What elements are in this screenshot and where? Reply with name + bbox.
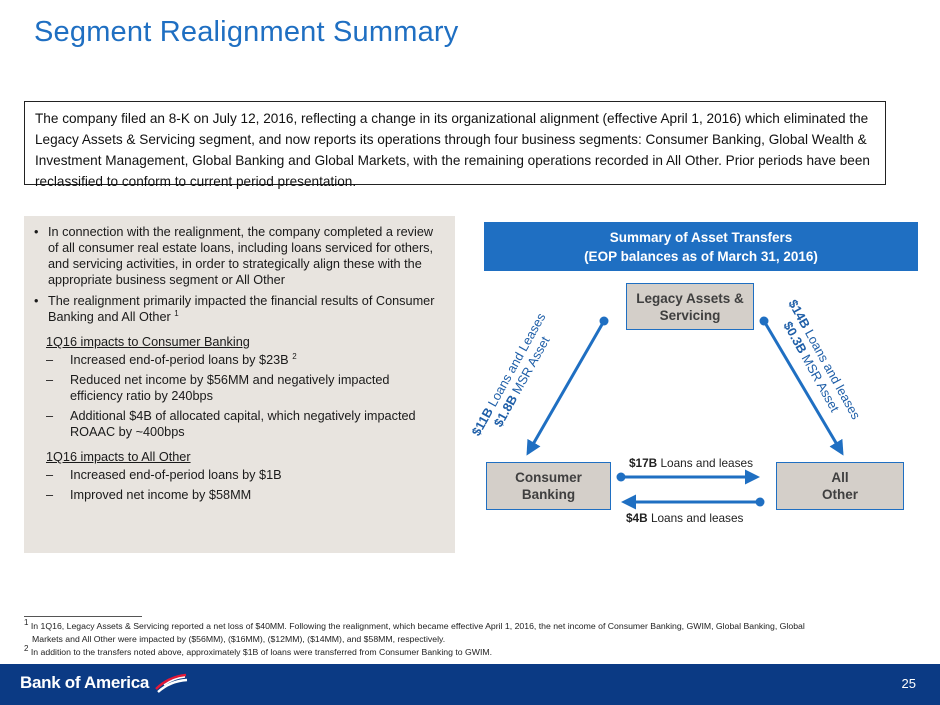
node-legacy-assets: Legacy Assets & Servicing (626, 283, 754, 330)
bank-logo[interactable]: Bank of America (20, 673, 188, 693)
diagram-header-line2: (EOP balances as of March 31, 2016) (584, 249, 818, 264)
summary-text: The company filed an 8-K on July 12, 201… (35, 111, 870, 189)
bullet-marker: • (34, 294, 39, 308)
node-label: Consumer (515, 470, 582, 485)
flow-amount: $17B (629, 456, 658, 470)
list-item-text: Increased end-of-period loans by $23B 2 (70, 352, 297, 368)
arrow-origin-dot (759, 316, 769, 326)
list-item-body: Increased end-of-period loans by $23B (70, 353, 289, 367)
list-item-text: Improved net income by $58MM (70, 488, 252, 502)
impact-panel: • In connection with the realignment, th… (24, 216, 455, 553)
list-item-text: Additional $4B of allocated capital, whi… (70, 409, 416, 439)
consumer-heading: 1Q16 impacts to Consumer Banking (46, 335, 250, 349)
logo-text: Bank of America (20, 673, 150, 692)
list-item: – Increased end-of-period loans by $23B … (46, 352, 441, 368)
flag-icon (155, 673, 188, 693)
flow-amount: $4B (626, 511, 648, 525)
bullet-text: The realignment primarily impacted the f… (48, 293, 441, 325)
node-label: Legacy Assets & (636, 290, 744, 306)
list-item: – Reduced net income by $56MM and negati… (46, 372, 441, 404)
footnote-rule (24, 616, 142, 617)
footnote-2: 2 In addition to the transfers noted abo… (24, 644, 916, 659)
dash-marker: – (46, 409, 54, 423)
summary-box: The company filed an 8-K on July 12, 201… (24, 101, 886, 189)
page-number: 25 (901, 676, 916, 691)
arrow-origin-dot (599, 316, 609, 326)
arrow-origin-dot (755, 497, 765, 507)
list-item-text: Reduced net income by $56MM and negative… (70, 373, 390, 403)
footnote-mark: 2 (24, 644, 29, 654)
page-title: Segment Realignment Summary (34, 16, 459, 48)
bullet-marker: • (34, 225, 39, 239)
arrow-legacy-to-other (762, 320, 844, 456)
node-label: All (831, 470, 849, 485)
arrow-legacy-to-consumer (526, 320, 606, 456)
bullet-text: In connection with the realignment, the … (48, 225, 434, 287)
list-item: – Improved net income by $58MM (46, 487, 441, 503)
footnote-mark: 1 (24, 618, 29, 628)
bullet-text-body: The realignment primarily impacted the f… (48, 294, 435, 324)
node-label: Servicing (659, 307, 721, 323)
list-item: – Increased end-of-period loans by $1B (46, 467, 441, 483)
bullet-item: • The realignment primarily impacted the… (34, 293, 441, 325)
footnote-ref: 2 (292, 351, 297, 361)
dash-marker: – (46, 468, 54, 482)
footnotes: 1 In 1Q16, Legacy Assets & Servicing rep… (24, 618, 916, 659)
footnote-text: In 1Q16, Legacy Assets & Servicing repor… (30, 621, 805, 631)
flow-desc: Loans and leases (650, 511, 744, 525)
footnote-1-cont: Markets and All Other were impacted by (… (32, 634, 446, 644)
dash-marker: – (46, 373, 54, 387)
footnote-ref: 1 (174, 308, 179, 318)
footnote-1: 1 In 1Q16, Legacy Assets & Servicing rep… (24, 618, 916, 633)
flow-desc: Loans and leases (660, 456, 753, 470)
arrow-origin-dot (616, 472, 626, 482)
node-consumer-banking: Consumer Banking (486, 462, 611, 510)
dash-marker: – (46, 488, 54, 502)
list-item-text: Increased end-of-period loans by $1B (70, 468, 282, 482)
list-item: – Additional $4B of allocated capital, w… (46, 408, 441, 440)
node-label: Banking (521, 487, 576, 502)
footer-bar: Bank of America 25 (0, 664, 940, 705)
top-flow-label: $17B Loans and leases (629, 456, 753, 470)
diagram-header-line1: Summary of Asset Transfers (609, 230, 793, 245)
node-label: Other (821, 487, 858, 502)
diagram-header: Summary of Asset Transfers (EOP balances… (484, 222, 918, 271)
bullet-item: • In connection with the realignment, th… (34, 224, 441, 288)
bottom-flow-label: $4B Loans and leases (626, 511, 743, 525)
footnote-text: In addition to the transfers noted above… (30, 647, 493, 657)
dash-marker: – (46, 353, 54, 367)
other-heading: 1Q16 impacts to All Other (46, 450, 191, 464)
node-all-other: All Other (776, 462, 904, 510)
